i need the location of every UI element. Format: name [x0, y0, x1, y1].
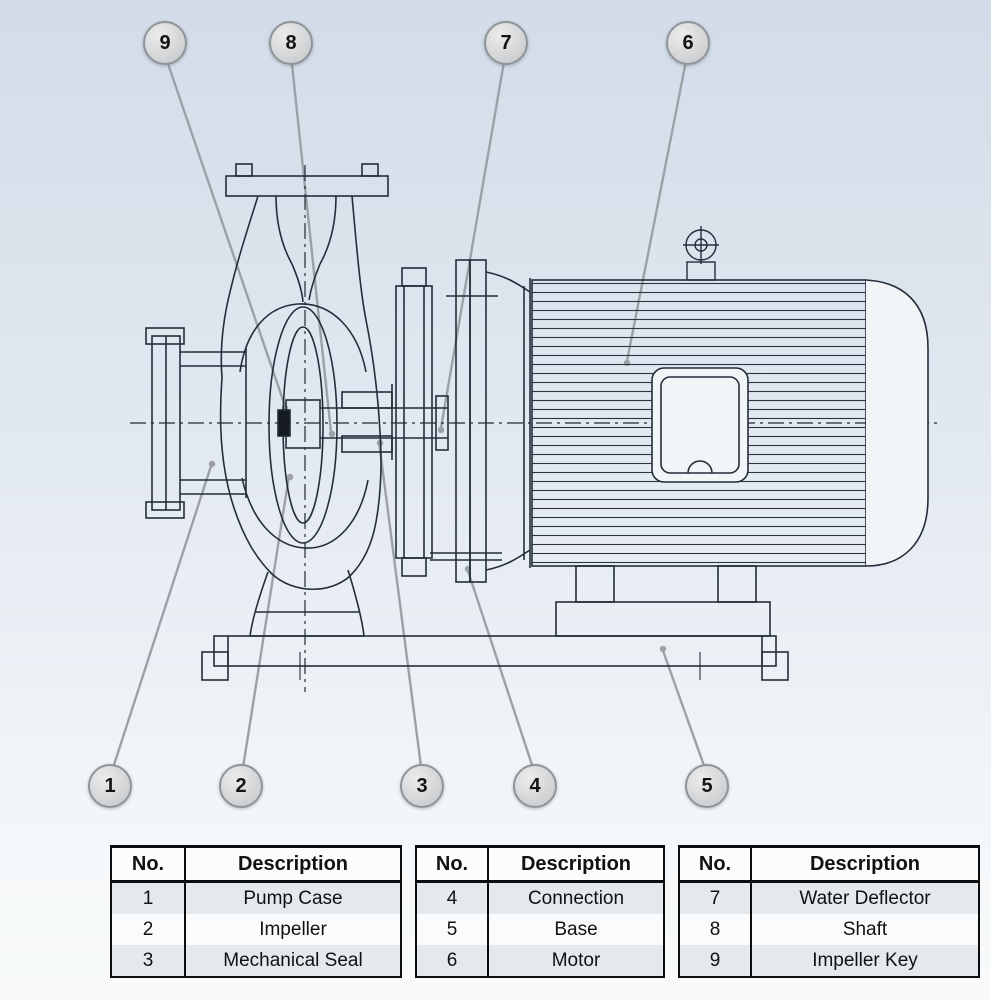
motor-window [651, 367, 749, 483]
callout-8: 8 [269, 21, 313, 65]
table-row: 3 Mechanical Seal [111, 945, 401, 977]
water-deflector [435, 395, 449, 451]
callout-6-label: 6 [682, 31, 694, 54]
discharge-flange [225, 163, 389, 197]
lifting-eye [683, 226, 719, 281]
part-number-cell: 8 [709, 918, 721, 940]
motor [523, 226, 929, 637]
part-description-cell: Water Deflector [750, 881, 979, 914]
parts-table-1: No. Description 1 Pump Case 2 Impeller 3… [110, 845, 402, 978]
callout-9-label: 9 [159, 31, 171, 54]
parts-table-3: No. Description 7 Water Deflector 8 Shaf… [678, 845, 980, 978]
impeller-key [277, 409, 291, 437]
callout-1: 1 [88, 764, 132, 808]
table-row: 2 Impeller [111, 914, 401, 945]
callout-5-label: 5 [701, 774, 713, 797]
part-description-cell: Mechanical Seal [184, 945, 401, 977]
table-row: 8 Shaft [679, 914, 979, 945]
pump-case [219, 195, 382, 591]
part-number-cell: 3 [142, 949, 154, 971]
part-description-cell: Shaft [750, 914, 979, 945]
callout-4-label: 4 [529, 774, 541, 797]
part-number-cell: 6 [446, 949, 458, 971]
part-number-cell: 1 [142, 887, 154, 909]
callout-7: 7 [484, 21, 528, 65]
table-row: 7 Water Deflector [679, 881, 979, 914]
part-description-cell: Motor [487, 945, 664, 977]
base [201, 635, 789, 681]
part-number-cell: 9 [709, 949, 721, 971]
callout-4: 4 [513, 764, 557, 808]
table-row: 5 Base [416, 914, 664, 945]
part-number-cell: 2 [142, 918, 154, 940]
connection [430, 259, 531, 583]
callout-9: 9 [143, 21, 187, 65]
part-description-cell: Impeller Key [750, 945, 979, 977]
callout-8-label: 8 [285, 31, 297, 54]
table-row: 9 Impeller Key [679, 945, 979, 977]
col-header-no: No. [416, 846, 488, 883]
part-description-cell: Connection [487, 881, 664, 914]
part-description-cell: Pump Case [184, 881, 401, 914]
leader-lines [109, 54, 709, 775]
bracket [395, 267, 433, 577]
part-number-cell: 5 [446, 918, 458, 940]
part-description-cell: Impeller [184, 914, 401, 945]
callout-7-label: 7 [500, 31, 512, 54]
col-header-description: Description [750, 846, 979, 883]
col-header-no: No. [111, 846, 185, 883]
callout-2: 2 [219, 764, 263, 808]
shaft [320, 407, 448, 439]
table-row: 1 Pump Case [111, 881, 401, 914]
pump-foot [249, 569, 365, 637]
callout-1-label: 1 [104, 774, 116, 797]
callout-3: 3 [400, 764, 444, 808]
callout-5: 5 [685, 764, 729, 808]
part-number-cell: 4 [446, 887, 458, 909]
suction-flange [145, 327, 247, 519]
parts-tables: No. Description 1 Pump Case 2 Impeller 3… [110, 845, 980, 978]
parts-table-2: No. Description 4 Connection 5 Base 6 Mo… [415, 845, 665, 978]
part-description-cell: Base [487, 914, 664, 945]
col-header-description: Description [487, 846, 664, 883]
callout-6: 6 [666, 21, 710, 65]
col-header-no: No. [679, 846, 751, 883]
impeller [268, 306, 338, 544]
mechanical-seal [341, 384, 393, 460]
table-row: 6 Motor [416, 945, 664, 977]
table-row: 4 Connection [416, 881, 664, 914]
part-number-cell: 7 [709, 887, 721, 909]
motor-feet [555, 565, 771, 637]
pump-line-art [145, 163, 929, 681]
col-header-description: Description [184, 846, 401, 883]
callout-3-label: 3 [416, 774, 428, 797]
callout-2-label: 2 [235, 774, 247, 797]
